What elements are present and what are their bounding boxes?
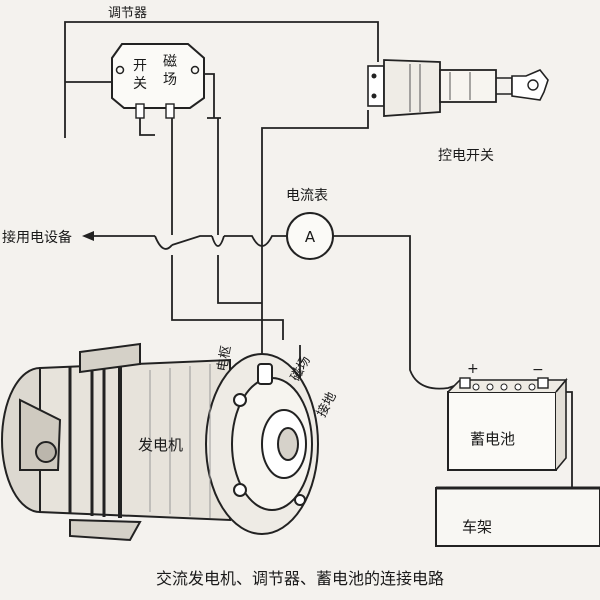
generator-label: 发电机: [138, 436, 183, 454]
wire-switch-terminal-down: [139, 118, 155, 136]
battery-minus-label: −: [532, 362, 544, 378]
wire-ignition-to-ammeter: [261, 110, 369, 370]
wires: [64, 21, 573, 488]
battery-plus-label: +: [467, 361, 479, 377]
ignition-switch: [367, 59, 549, 117]
field-label: 磁场: [288, 354, 313, 384]
regulator-switch-label-1: 开: [133, 58, 147, 74]
regulator-label: 调节器: [108, 6, 147, 21]
ground-label: 接地: [313, 389, 339, 419]
frame: [435, 486, 600, 547]
arrow-to-loads-icon: [82, 231, 94, 241]
wire-loads-to-ammeter: [224, 235, 287, 247]
battery-label: 蓄电池: [470, 430, 515, 448]
wire-field-lower: [171, 255, 284, 340]
ammeter-label: 电流表: [286, 188, 328, 204]
ignition-switch-label: 控电开关: [438, 148, 494, 164]
diagram-caption: 交流发电机、调节器、蓄电池的连接电路: [156, 569, 444, 588]
wire-ammeter-to-battery: [333, 235, 461, 390]
regulator-field-label-1: 磁: [163, 54, 177, 70]
battery: [447, 377, 568, 471]
regulator-switch-label-2: 关: [133, 76, 147, 92]
regulator: [111, 43, 221, 119]
wire-regulator-to-switch-top: [64, 21, 379, 138]
wire-loads-mid: [171, 235, 212, 246]
regulator-field-label-2: 场: [163, 72, 177, 88]
wire-loads-hop-1: [154, 235, 173, 250]
generator: [1, 342, 319, 542]
wire-loads-hop-2: [211, 235, 225, 247]
ammeter-symbol: A: [305, 228, 316, 246]
ammeter: [286, 212, 334, 260]
loads-label: 接用电设备: [2, 229, 72, 246]
frame-label: 车架: [462, 518, 492, 536]
wire-switch-to-armature: [217, 118, 262, 304]
armature-label: 电枢: [215, 344, 234, 372]
